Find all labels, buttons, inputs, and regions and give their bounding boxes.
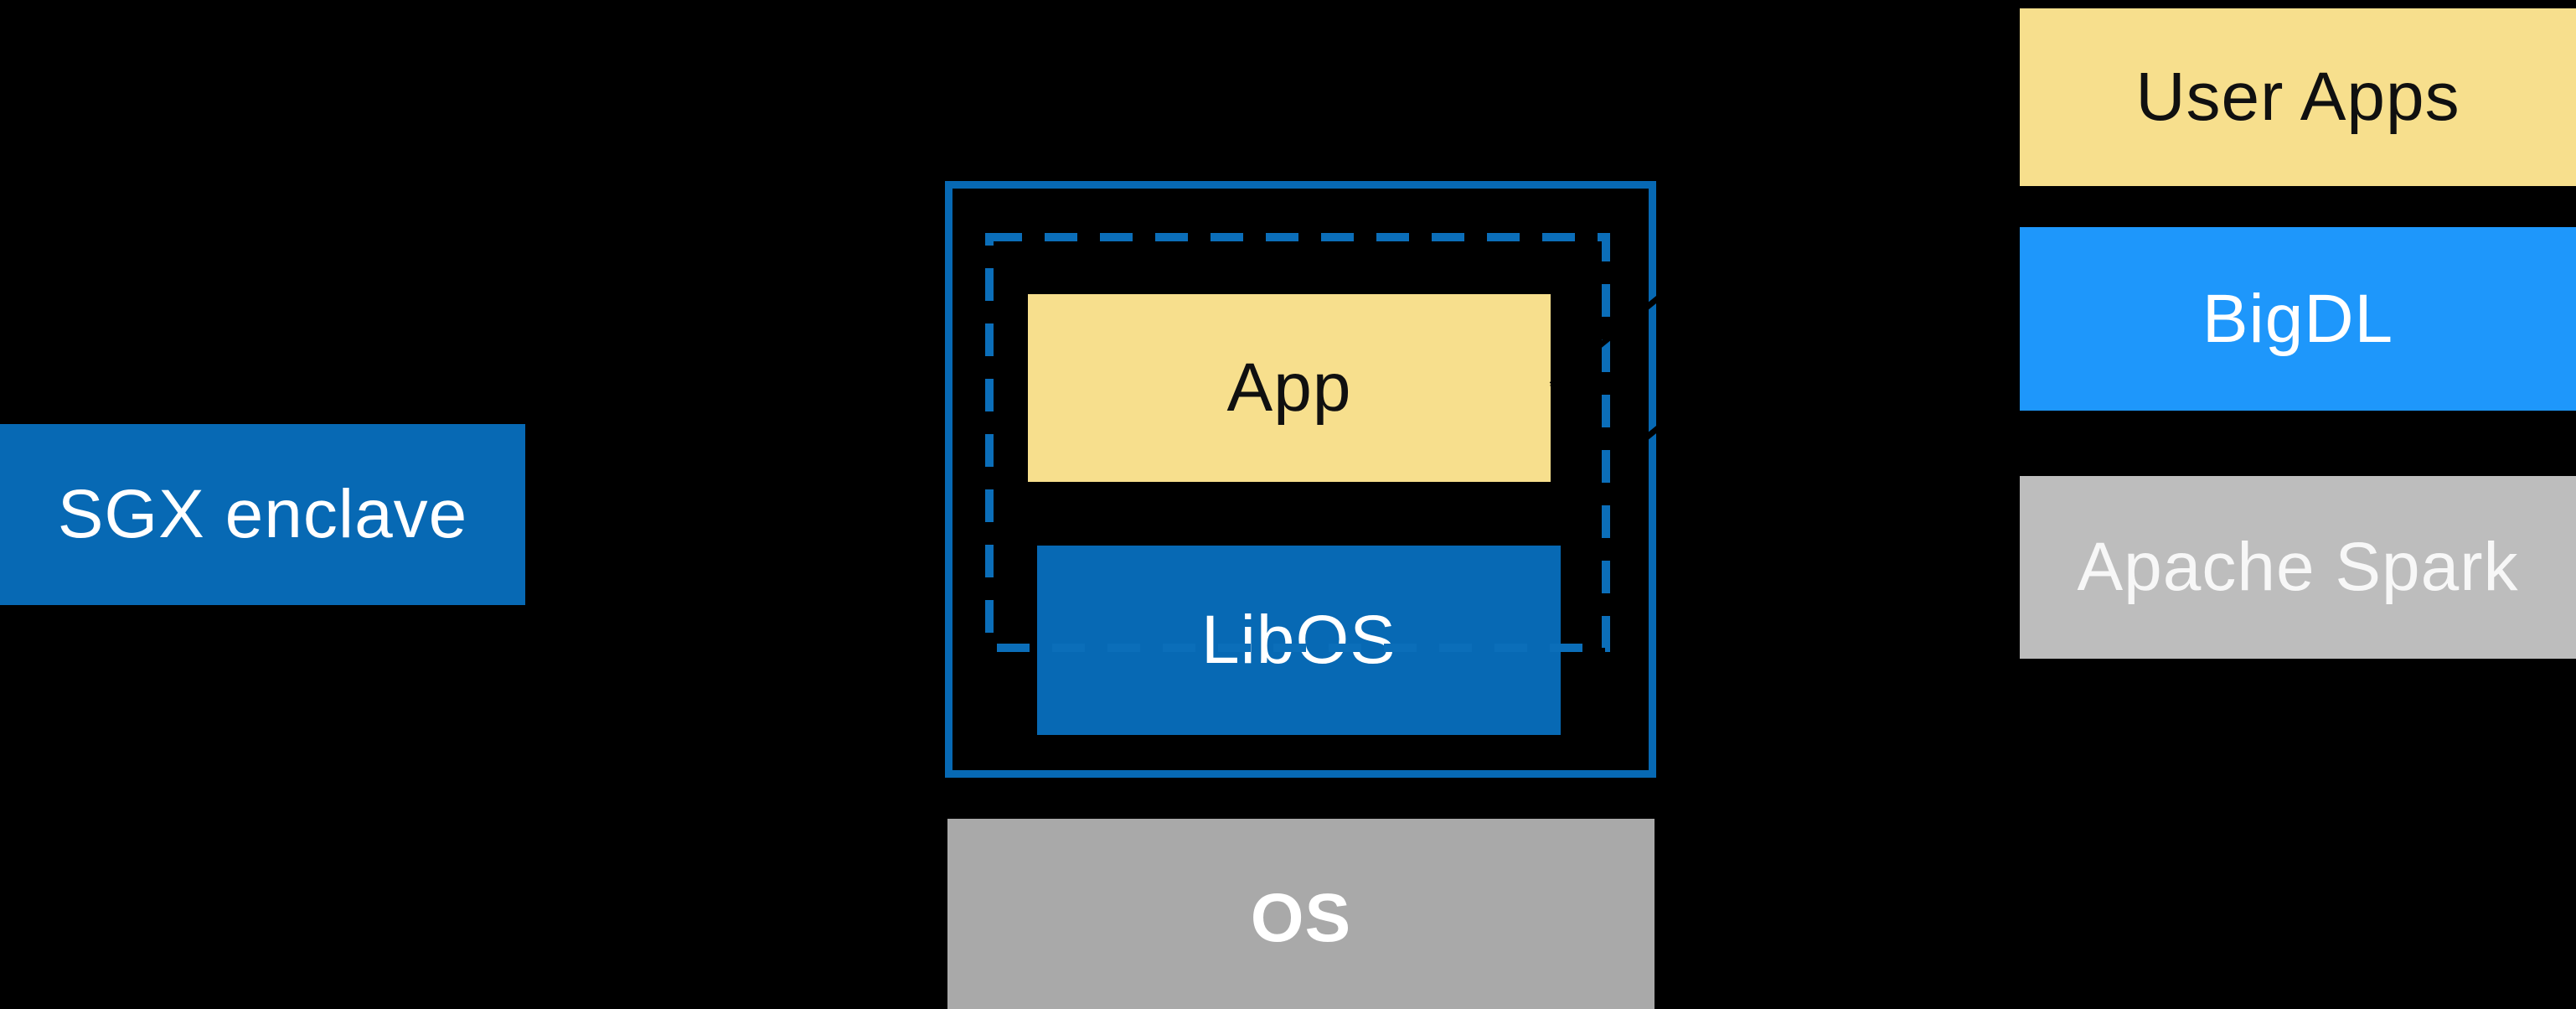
libos-box: LibOS [1037,546,1561,735]
sgx-enclave-box: SGX enclave [0,424,525,605]
enclave-solid-border [945,181,1656,778]
user-apps-label: User Apps [2135,59,2460,135]
os-label: OS [1250,880,1352,956]
os-box: OS [947,819,1655,1009]
sgx-enclave-label: SGX enclave [57,476,468,552]
app-box: App [1028,294,1551,482]
app-label: App [1226,349,1352,426]
bigdl-box: BigDL [2020,227,2576,411]
bigdl-label: BigDL [2202,280,2394,357]
arrow-to-sgx-box [528,476,922,522]
apache-spark-box: Apache Spark [2020,476,2576,659]
libos-label: LibOS [1201,602,1396,678]
user-apps-box: User Apps [2020,8,2576,186]
apache-spark-label: Apache Spark [2077,529,2519,605]
